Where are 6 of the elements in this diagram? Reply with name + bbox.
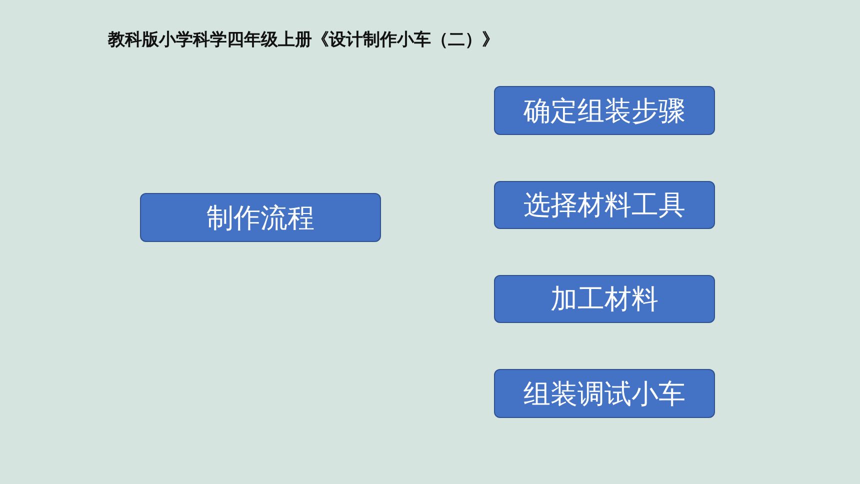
process-box: 确定组装步骤 xyxy=(494,86,715,135)
page-title: 教科版小学科学四年级上册《设计制作小车（二）》 xyxy=(108,29,499,51)
process-box: 制作流程 xyxy=(140,193,381,242)
process-box: 组装调试小车 xyxy=(494,369,715,418)
process-box: 加工材料 xyxy=(494,275,715,323)
process-box: 选择材料工具 xyxy=(494,181,715,229)
